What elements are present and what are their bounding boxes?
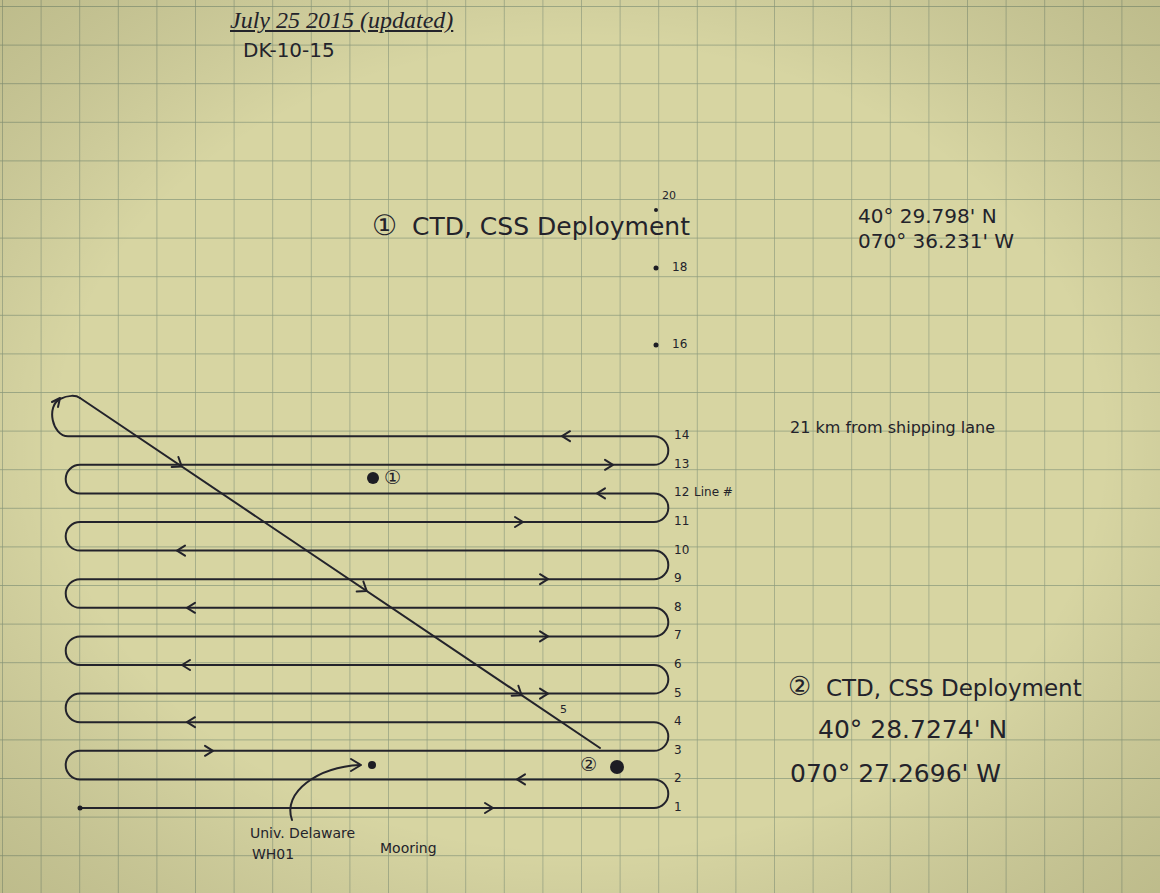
longitude: 070° 36.231' W bbox=[858, 230, 1014, 253]
station-heading: CTD, CSS Deployment bbox=[412, 213, 690, 242]
station-marker: ② bbox=[580, 754, 597, 776]
station-number: ② bbox=[788, 672, 811, 702]
line-number: 3 bbox=[674, 744, 682, 758]
axis-dot bbox=[654, 208, 658, 212]
track-end-dot bbox=[78, 806, 83, 811]
station-dot bbox=[610, 760, 624, 774]
diagonal-transit bbox=[80, 398, 600, 748]
leader-line bbox=[290, 765, 360, 820]
mooring-label: Univ. Delaware bbox=[250, 825, 355, 841]
station-number: ① bbox=[372, 210, 397, 242]
station-heading: CTD, CSS Deployment bbox=[826, 675, 1082, 701]
axis-dot bbox=[654, 266, 659, 271]
loop-arrow bbox=[52, 398, 60, 407]
axis-number: 20 bbox=[662, 190, 676, 203]
mooring-label: Mooring bbox=[380, 840, 437, 856]
axis-number: 18 bbox=[672, 261, 687, 275]
line-number: 13 bbox=[674, 458, 689, 472]
line-number: 5 bbox=[674, 687, 682, 701]
longitude: 070° 27.2696' W bbox=[790, 760, 1001, 789]
axis-number: 16 bbox=[672, 338, 687, 352]
line-number: 11 bbox=[674, 515, 689, 529]
mooring-dot bbox=[368, 761, 376, 769]
survey-track bbox=[52, 396, 668, 808]
line-number: 8 bbox=[674, 601, 682, 615]
axis-dot bbox=[654, 343, 659, 348]
axis-title: Line # bbox=[694, 486, 733, 500]
line-number: 14 bbox=[674, 429, 689, 443]
transit-mark: 5 bbox=[560, 704, 567, 717]
line-number: 10 bbox=[674, 544, 689, 558]
line-number: 7 bbox=[674, 629, 682, 643]
latitude: 40° 28.7274' N bbox=[818, 716, 1007, 745]
line-number: 6 bbox=[674, 658, 682, 672]
station-marker: ① bbox=[384, 467, 401, 489]
line-number: 1 bbox=[674, 801, 682, 815]
latitude: 40° 29.798' N bbox=[858, 205, 997, 228]
note: 21 km from shipping lane bbox=[790, 419, 995, 437]
line-number: 9 bbox=[674, 572, 682, 586]
station-dot bbox=[367, 472, 379, 484]
line-number: 12 bbox=[674, 486, 689, 500]
line-number: 4 bbox=[674, 715, 682, 729]
leader-arrowhead bbox=[351, 759, 361, 771]
cruise-id: DK-10-15 bbox=[243, 39, 335, 62]
title: July 25 2015 (updated) bbox=[230, 6, 453, 35]
direction-chevrons bbox=[172, 431, 613, 813]
line-number: 2 bbox=[674, 772, 682, 786]
mooring-label: WH01 bbox=[252, 846, 294, 862]
